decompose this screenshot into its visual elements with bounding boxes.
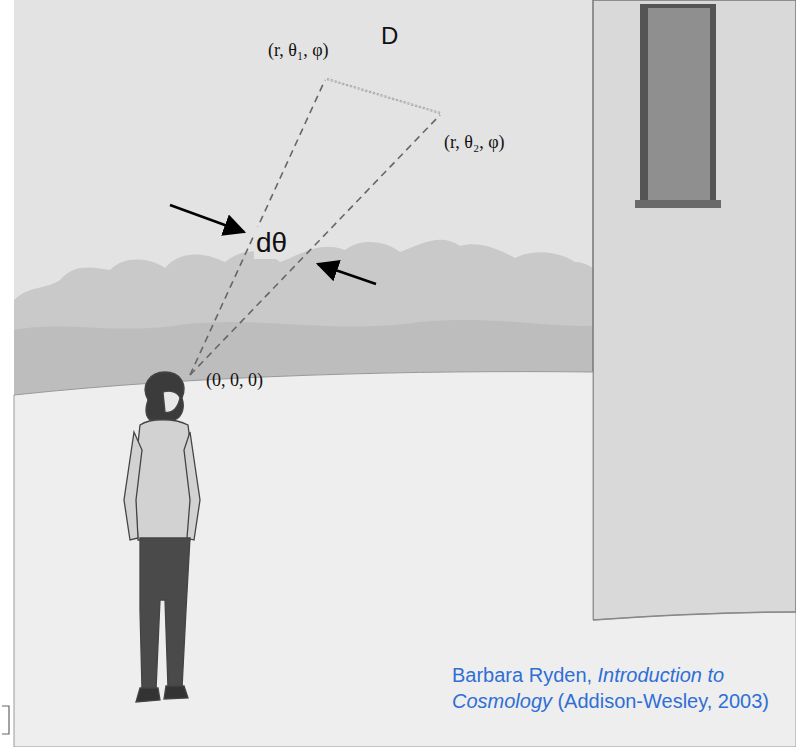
author-name: Barbara Ryden,	[452, 664, 592, 686]
crop-mark	[2, 706, 9, 734]
origin-coordinate: (0, 0, 0)	[206, 370, 263, 391]
publisher-note: (Addison-Wesley, 2003)	[557, 690, 769, 712]
angle-label: dθ	[254, 227, 289, 259]
building-base	[593, 612, 796, 620]
credit-line: Barbara Ryden,Introduction to Cosmology(…	[452, 662, 788, 714]
distance-label: D	[381, 22, 398, 50]
sight-line	[190, 115, 440, 375]
separation-line	[327, 79, 440, 113]
building	[593, 0, 796, 620]
point-coordinate: (r, θ₂, φ)	[444, 132, 505, 153]
angle-arrow	[170, 205, 244, 232]
observer-figure	[124, 372, 200, 702]
separation-line	[327, 79, 440, 113]
ground	[14, 372, 796, 747]
sky	[14, 0, 796, 747]
window-sill	[635, 200, 721, 208]
window-pane	[648, 8, 710, 200]
window-frame	[640, 4, 716, 206]
sight-line	[190, 80, 325, 375]
angle-arrow	[318, 264, 376, 284]
point-coordinate: (r, θ₁, φ)	[268, 40, 329, 61]
